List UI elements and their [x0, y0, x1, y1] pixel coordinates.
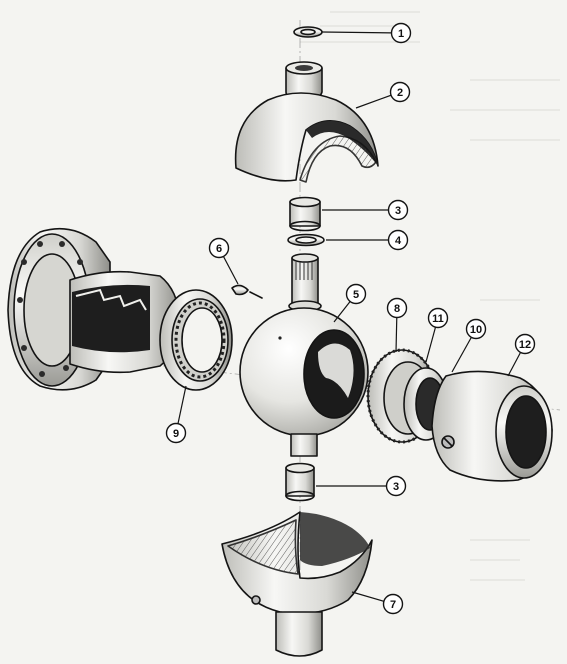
part-1-washer	[293, 26, 323, 38]
callout-c10: 10	[465, 318, 487, 340]
callout-c4: 4	[387, 229, 409, 251]
callout-circle	[345, 283, 367, 305]
callout-c9: 9	[165, 422, 187, 444]
callout-c12: 12	[514, 333, 536, 355]
part-3-upper-bushing	[289, 196, 321, 232]
part-4-washer	[287, 233, 325, 247]
callout-circle	[427, 307, 449, 329]
part-5-ball	[239, 253, 369, 457]
part-6-pin	[231, 284, 263, 299]
callout-c7: 7	[382, 593, 404, 615]
part-3-lower-bushing	[285, 462, 315, 502]
callout-circle	[390, 22, 412, 44]
callout-number: 3	[395, 205, 401, 217]
background-texture	[300, 11, 560, 581]
part-7-lower-housing	[221, 511, 373, 657]
leader-line-c1	[321, 31, 402, 34]
callout-number: 4	[395, 235, 402, 247]
callout-number: 2	[397, 87, 403, 99]
callout-number: 5	[353, 289, 359, 301]
part-2-upper-housing	[234, 61, 379, 183]
part-9-bearing-ring	[159, 289, 233, 391]
callout-circle	[465, 318, 487, 340]
callout-number: 9	[173, 428, 179, 440]
callout-circle	[382, 593, 404, 615]
callout-number: 6	[216, 243, 222, 255]
callout-c11: 11	[427, 307, 449, 329]
callout-number: 3	[393, 481, 399, 493]
part-12-end-cap	[431, 370, 553, 482]
callout-number: 1	[398, 28, 404, 40]
callout-number: 8	[394, 303, 400, 315]
callout-number: 12	[519, 339, 531, 351]
callout-number: 7	[390, 599, 396, 611]
callout-circle	[389, 81, 411, 103]
callout-c2: 2	[389, 81, 411, 103]
callout-circle	[208, 237, 230, 259]
callout-number: 10	[470, 324, 482, 336]
callout-circle	[514, 333, 536, 355]
callout-number: 11	[432, 313, 444, 325]
callout-circle	[386, 297, 408, 319]
left-flange-housing	[7, 227, 181, 391]
callout-circle	[385, 475, 407, 497]
callout-circle	[387, 199, 409, 221]
callout-c6: 6	[208, 237, 230, 259]
callout-c3b: 3	[385, 475, 407, 497]
callout-c8: 8	[386, 297, 408, 319]
callout-c1: 1	[390, 22, 412, 44]
callout-c5: 5	[345, 283, 367, 305]
callout-circle	[165, 422, 187, 444]
callout-circle	[387, 229, 409, 251]
callout-c3a: 3	[387, 199, 409, 221]
